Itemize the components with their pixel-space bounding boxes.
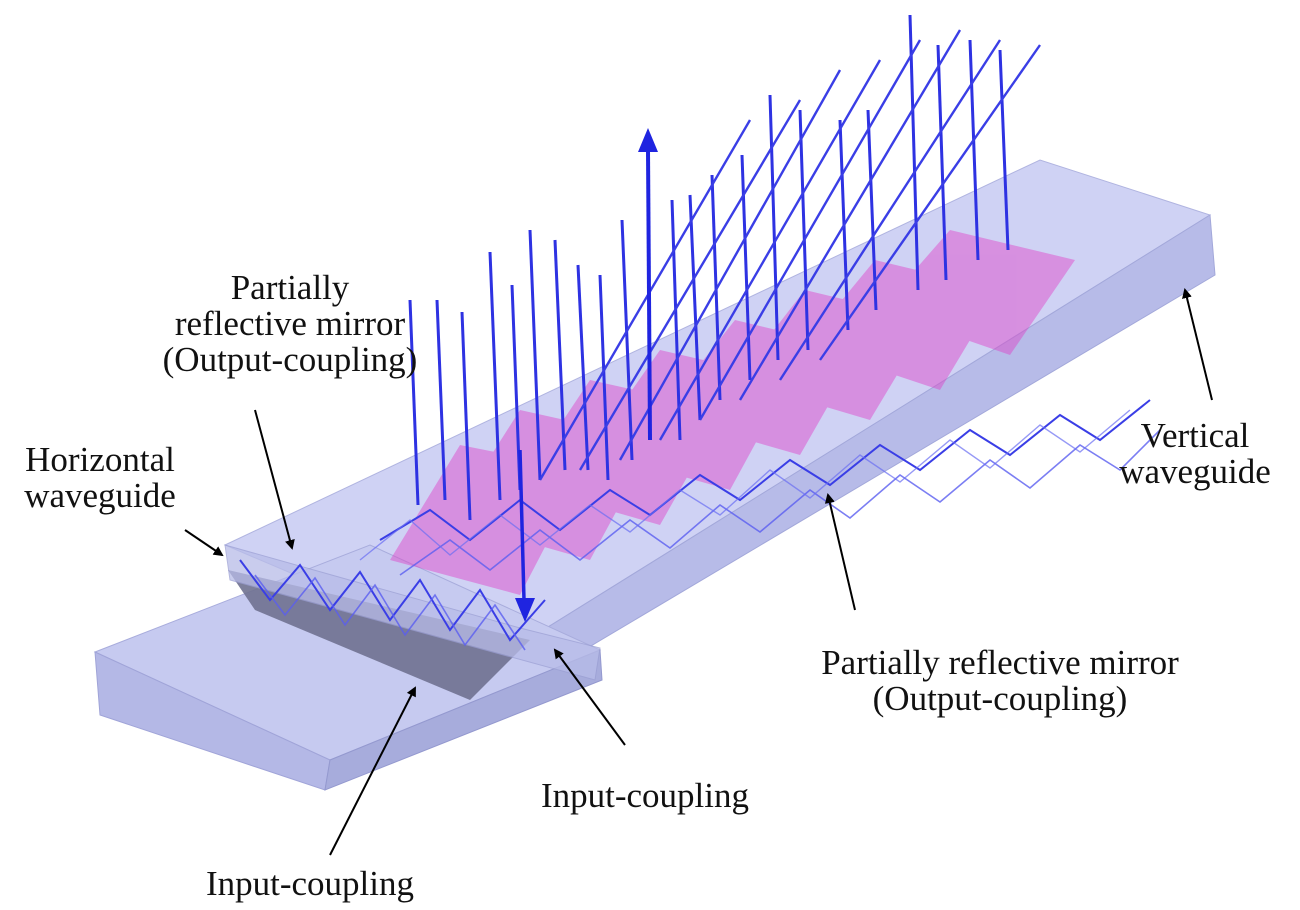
leader-output-mirror-top (254, 409, 295, 550)
output-ray (968, 39, 980, 261)
output-ray (598, 274, 610, 481)
label-line: Input-coupling (540, 776, 750, 815)
input-prism-top (224, 544, 601, 681)
label-line: Input-coupling (205, 864, 415, 903)
slanted-ray (819, 44, 1041, 361)
leader-horizontal-waveguide (184, 529, 224, 557)
slanted-ray (618, 69, 842, 461)
output-ray (936, 44, 948, 281)
leader-output-mirror-bottom (824, 493, 856, 611)
label-output-mirror-top: Partially reflective mirror (Output-coup… (140, 270, 440, 378)
output-rays (408, 14, 1010, 521)
output-arrowhead (638, 128, 658, 152)
label-line: (Output-coupling) (162, 340, 418, 379)
vertical-guided-ray (399, 429, 1161, 576)
output-ray (998, 49, 1010, 251)
mirror-panel (805, 260, 1000, 390)
label-line: reflective mirror (174, 304, 406, 343)
mirror-array (390, 230, 1075, 595)
label-vertical-waveguide: Vertical waveguide (1095, 418, 1295, 490)
input-ray (518, 449, 526, 601)
output-ray (768, 94, 780, 361)
output-ray (408, 299, 420, 506)
input-arrowhead (515, 598, 535, 622)
leader-lines (184, 288, 1213, 856)
mirror-panel (880, 230, 1075, 355)
output-ray (740, 154, 752, 381)
output-ray (620, 219, 634, 461)
input-coupling-wedge (228, 570, 530, 700)
label-line: waveguide (24, 476, 176, 515)
output-ray (908, 14, 920, 291)
horizontal-guided-ray (239, 559, 546, 642)
slanted-output-rays (538, 29, 1041, 481)
label-line: Partially reflective mirror (821, 643, 1179, 682)
mirror-panel (390, 445, 585, 595)
output-main-ray (646, 149, 652, 441)
label-line: (Output-coupling) (872, 679, 1128, 718)
output-ray (688, 194, 702, 421)
label-input-coupling-right: Input-coupling (495, 778, 795, 814)
output-ray (460, 311, 472, 521)
label-line: Partially (230, 268, 350, 307)
output-ray (553, 239, 567, 471)
mirror-panel (590, 350, 790, 490)
label-output-mirror-bottom: Partially reflective mirror (Output-coup… (740, 645, 1260, 717)
label-horizontal-waveguide: Horizontal waveguide (0, 442, 200, 514)
leader-input-coupling-right (553, 648, 626, 746)
output-ray (528, 229, 542, 481)
output-ray (866, 109, 878, 311)
slanted-ray (698, 39, 922, 421)
output-ray (670, 199, 682, 441)
output-ray (576, 264, 590, 471)
label-input-coupling-bottom: Input-coupling (160, 866, 460, 902)
mirror-panel (450, 410, 655, 560)
slanted-ray (658, 59, 882, 441)
leader-input-coupling-bottom (329, 686, 416, 856)
slanted-ray (578, 99, 802, 471)
output-ray (435, 299, 447, 501)
mirror-panel (735, 290, 930, 420)
leader-vertical-waveguide (1182, 288, 1213, 401)
slanted-ray (778, 39, 1002, 381)
horizontal-guided-ray (254, 574, 526, 651)
vertical-guided-ray (359, 409, 1131, 561)
vertical-guided-ray (379, 399, 1151, 542)
slanted-ray (738, 29, 962, 401)
output-ray (488, 251, 502, 501)
horizontal-waveguide-side-face (324, 649, 603, 791)
label-line: waveguide (1119, 452, 1271, 491)
slanted-ray (538, 119, 752, 481)
label-line: Vertical (1140, 416, 1250, 455)
label-line: Horizontal (25, 440, 175, 479)
output-ray (798, 109, 810, 351)
